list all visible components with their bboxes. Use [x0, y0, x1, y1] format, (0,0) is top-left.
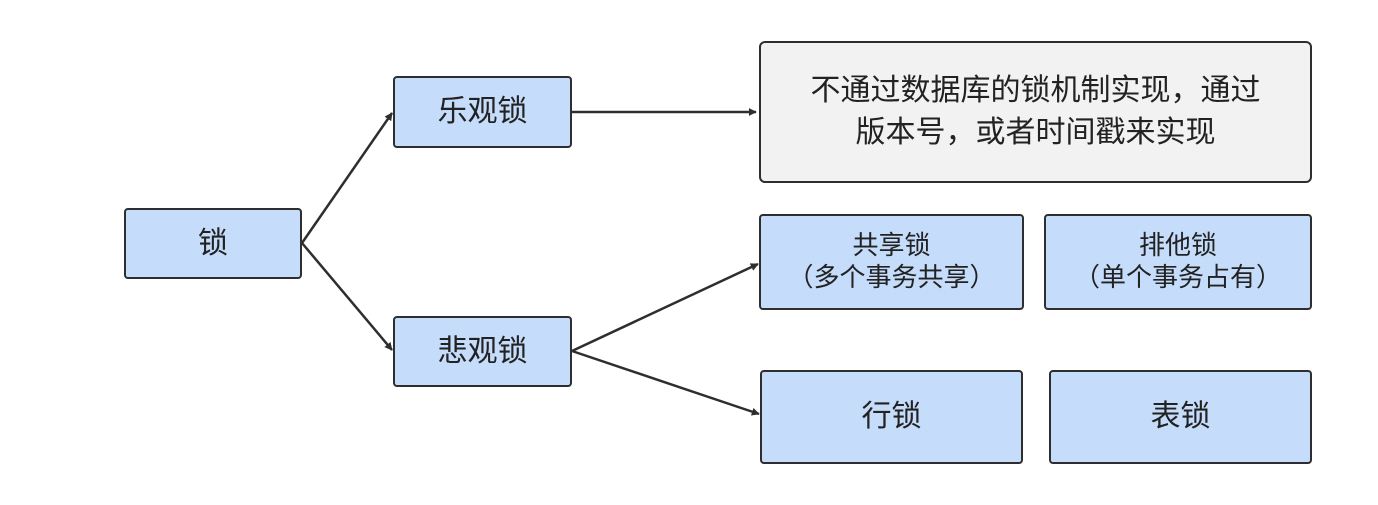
root-lock-node: 锁 [124, 208, 302, 279]
table-lock-node: 表锁 [1049, 370, 1312, 464]
shared-lock-node: 共享锁 （多个事务共享） [759, 214, 1024, 310]
root-lock-label: 锁 [198, 225, 228, 261]
optimistic-lock-note: 不通过数据库的锁机制实现，通过 版本号，或者时间戳来实现 [759, 41, 1312, 183]
exclusive-lock-desc: （单个事务占有） [1073, 263, 1282, 293]
pessimistic-lock-node: 悲观锁 [393, 316, 572, 387]
row-lock-node: 行锁 [760, 370, 1023, 464]
optimistic-lock-node: 乐观锁 [393, 76, 572, 148]
note-line-2: 版本号，或者时间戳来实现 [855, 115, 1216, 150]
arrow-root-to-optimistic [300, 112, 394, 244]
table-lock-label: 表锁 [1150, 399, 1211, 435]
arrow-pessimistic-to-row [571, 349, 760, 416]
row-lock-label: 行锁 [861, 399, 922, 435]
exclusive-lock-node: 排他锁 （单个事务占有） [1044, 214, 1312, 310]
shared-lock-desc: （多个事务共享） [787, 263, 996, 293]
arrow-root-to-pessimistic [301, 242, 393, 351]
shared-lock-title: 共享锁 [852, 230, 931, 261]
optimistic-lock-label: 乐观锁 [437, 94, 528, 130]
note-line-1: 不通过数据库的锁机制实现，通过 [810, 73, 1261, 108]
arrow-pessimistic-to-shared [571, 262, 759, 353]
pessimistic-lock-label: 悲观锁 [437, 333, 528, 369]
exclusive-lock-title: 排他锁 [1138, 230, 1217, 261]
